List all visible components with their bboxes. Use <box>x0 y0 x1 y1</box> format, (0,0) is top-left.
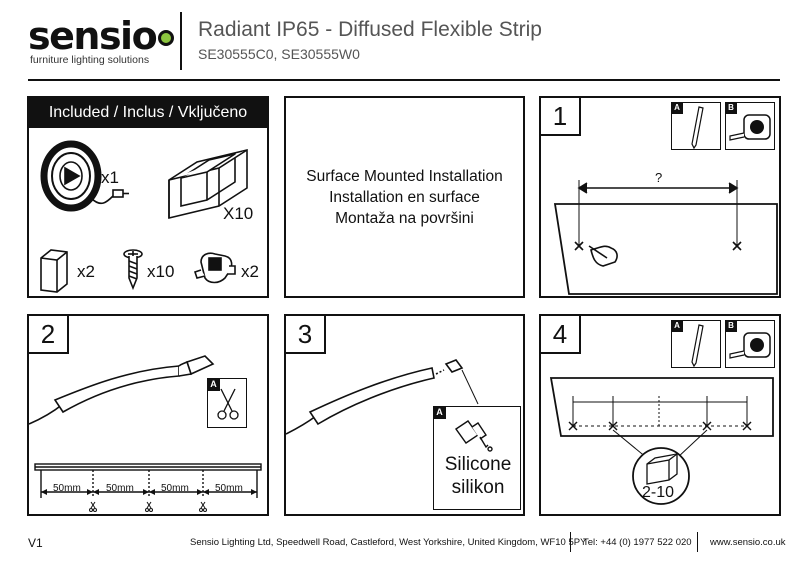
footer-divider <box>697 532 698 552</box>
pencil-icon <box>691 324 704 368</box>
brand-logo: sensio furniture lighting solutions <box>28 14 174 70</box>
pencil-icon <box>691 106 704 150</box>
led-strip-reel-icon <box>40 140 129 212</box>
silicone-line-hr: silikon <box>451 477 505 498</box>
silicone-callout: A Silicone silikon <box>433 406 521 510</box>
reel-qty: x1 <box>101 168 119 187</box>
step-3-panel: 3 A Silicone silikon <box>284 314 525 516</box>
scissors-callout: A <box>207 378 247 428</box>
mounting-channel-icon <box>168 148 248 220</box>
step-1-panel: 1 A B ? <box>539 96 781 298</box>
step-2-artwork <box>29 355 262 512</box>
tool-label: A <box>207 378 220 391</box>
footer-divider <box>570 532 571 552</box>
tool-label: A <box>671 102 683 114</box>
surface-line-fr: Installation en surface <box>329 189 480 206</box>
step-3-artwork <box>286 359 479 435</box>
tool-label: B <box>725 320 737 332</box>
cut-spacing-4: 50mm <box>215 483 243 494</box>
tool-label: A <box>671 320 683 332</box>
tool-a-pencil: A <box>671 320 721 368</box>
tape-measure-icon <box>729 332 771 359</box>
product-codes: SE30555C0, SE30555W0 <box>198 46 360 62</box>
silicone-label: Silicone silikon <box>434 453 522 499</box>
connector-qty: x2 <box>241 262 259 281</box>
header-rule <box>28 79 780 81</box>
clip-count: 2-10 <box>642 484 675 501</box>
step-4-panel: 4 A B <box>539 314 781 516</box>
tape-measure-icon <box>729 114 771 141</box>
cut-spacing-2: 50mm <box>106 483 134 494</box>
step-4-artwork <box>549 377 774 505</box>
end-cap-icon <box>40 249 68 293</box>
surface-line-en: Surface Mounted Installation <box>306 168 503 185</box>
tool-label: A <box>433 406 446 419</box>
version-label: V1 <box>28 536 43 550</box>
included-panel: Included / Inclus / Vključeno <box>27 96 269 298</box>
header-divider <box>180 12 182 70</box>
step-number: 2 <box>29 316 69 354</box>
page-title: Radiant IP65 - Diffused Flexible Strip <box>198 18 542 41</box>
screw-icon <box>123 249 143 291</box>
silicone-line-en: Silicone <box>444 454 512 475</box>
step-number: 3 <box>286 316 326 354</box>
cut-spacing-3: 50mm <box>161 483 189 494</box>
tool-b-tape-measure: B <box>725 102 775 150</box>
tool-a-pencil: A <box>671 102 721 150</box>
surface-mount-text: Surface Mounted Installation Installatio… <box>286 166 523 229</box>
tool-label: B <box>725 102 737 114</box>
channel-qty: X10 <box>223 204 254 223</box>
surface-line-hr: Montaža na površini <box>335 210 474 227</box>
included-heading: Included / Inclus / Vključeno <box>29 98 267 128</box>
step-2-panel: 2 A <box>27 314 269 516</box>
logo-tagline: furniture lighting solutions <box>30 54 150 66</box>
website-link[interactable]: www.sensio.co.uk <box>710 537 786 548</box>
step-1-artwork <box>553 180 778 295</box>
step-number: 1 <box>541 98 581 136</box>
scissors-icon <box>217 388 239 420</box>
screw-qty: x10 <box>147 262 175 281</box>
included-artwork <box>40 140 248 293</box>
surface-mount-panel: Surface Mounted Installation Installatio… <box>284 96 525 298</box>
step-number: 4 <box>541 316 581 354</box>
unknown-length-label: ? <box>655 170 663 185</box>
cut-spacing-1: 50mm <box>53 483 81 494</box>
connector-icon <box>193 252 236 284</box>
company-address: Sensio Lighting Ltd, Speedwell Road, Cas… <box>190 537 587 548</box>
end-cap-qty: x2 <box>77 262 95 281</box>
mounting-clip-icon <box>646 453 678 485</box>
logo-wordmark: sensio <box>28 14 158 58</box>
phone-number: Tel: +44 (0) 1977 522 020 <box>583 537 692 548</box>
tool-b-tape-measure: B <box>725 320 775 368</box>
logo-dot-icon <box>158 30 174 46</box>
silicone-tube-icon <box>455 420 493 452</box>
